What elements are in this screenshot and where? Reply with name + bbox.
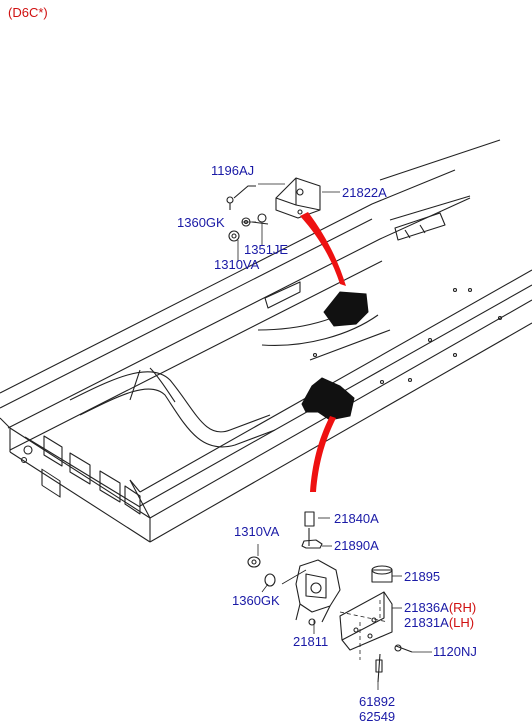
part-label-21822A[interactable]: 21822A	[342, 185, 387, 200]
lower-side-bracket	[339, 591, 413, 683]
part-number-21836A: 21836A	[404, 600, 449, 615]
part-number-21831A: 21831A	[404, 615, 449, 630]
part-label-1310VA-bottom[interactable]: 1310VA	[234, 524, 280, 539]
part-label-1360GK-top[interactable]: 1360GK	[177, 215, 225, 230]
lower-hardware	[247, 556, 393, 587]
part-label-1351JE[interactable]: 1351JE	[244, 242, 289, 257]
curved-cross-member	[69, 367, 276, 448]
side-lh: (LH)	[448, 615, 475, 630]
part-label-21811[interactable]: 21811	[293, 634, 329, 649]
bracket-21822A	[275, 177, 321, 219]
upper-right-bracket	[379, 139, 501, 241]
leader-lines-top	[237, 183, 340, 262]
red-arrow-upper	[300, 212, 346, 286]
part-label-21890A[interactable]: 21890A	[334, 538, 379, 553]
part-label-62549[interactable]: 62549	[359, 709, 396, 724]
frame-holes	[312, 287, 503, 385]
part-label-1120NJ[interactable]: 1120NJ	[433, 644, 477, 659]
leader-lines-bottom	[257, 517, 432, 690]
part-label-21831A[interactable]: 21831A(LH)	[404, 616, 474, 630]
part-label-1360GK-bottom[interactable]: 1360GK	[232, 593, 280, 608]
installed-mount-lower	[301, 377, 355, 421]
installed-mount-upper	[323, 291, 369, 327]
front-cross-member	[9, 427, 151, 543]
side-rh: (RH)	[448, 600, 477, 615]
part-label-61892[interactable]: 61892	[359, 694, 396, 709]
part-label-1310VA-top[interactable]: 1310VA	[214, 257, 260, 272]
part-label-21840A[interactable]: 21840A	[334, 511, 379, 526]
left-frame-rail	[0, 169, 471, 464]
red-arrow-lower	[310, 416, 336, 492]
part-label-21895[interactable]: 21895	[404, 569, 441, 584]
rear-cross-member	[257, 299, 391, 361]
bottom-mount-assembly	[295, 511, 341, 626]
part-label-21836A[interactable]: 21836A(RH)	[404, 601, 476, 615]
engine-code-label: (D6C*)	[8, 5, 48, 20]
part-label-1196AJ[interactable]: 1196AJ	[211, 163, 255, 178]
